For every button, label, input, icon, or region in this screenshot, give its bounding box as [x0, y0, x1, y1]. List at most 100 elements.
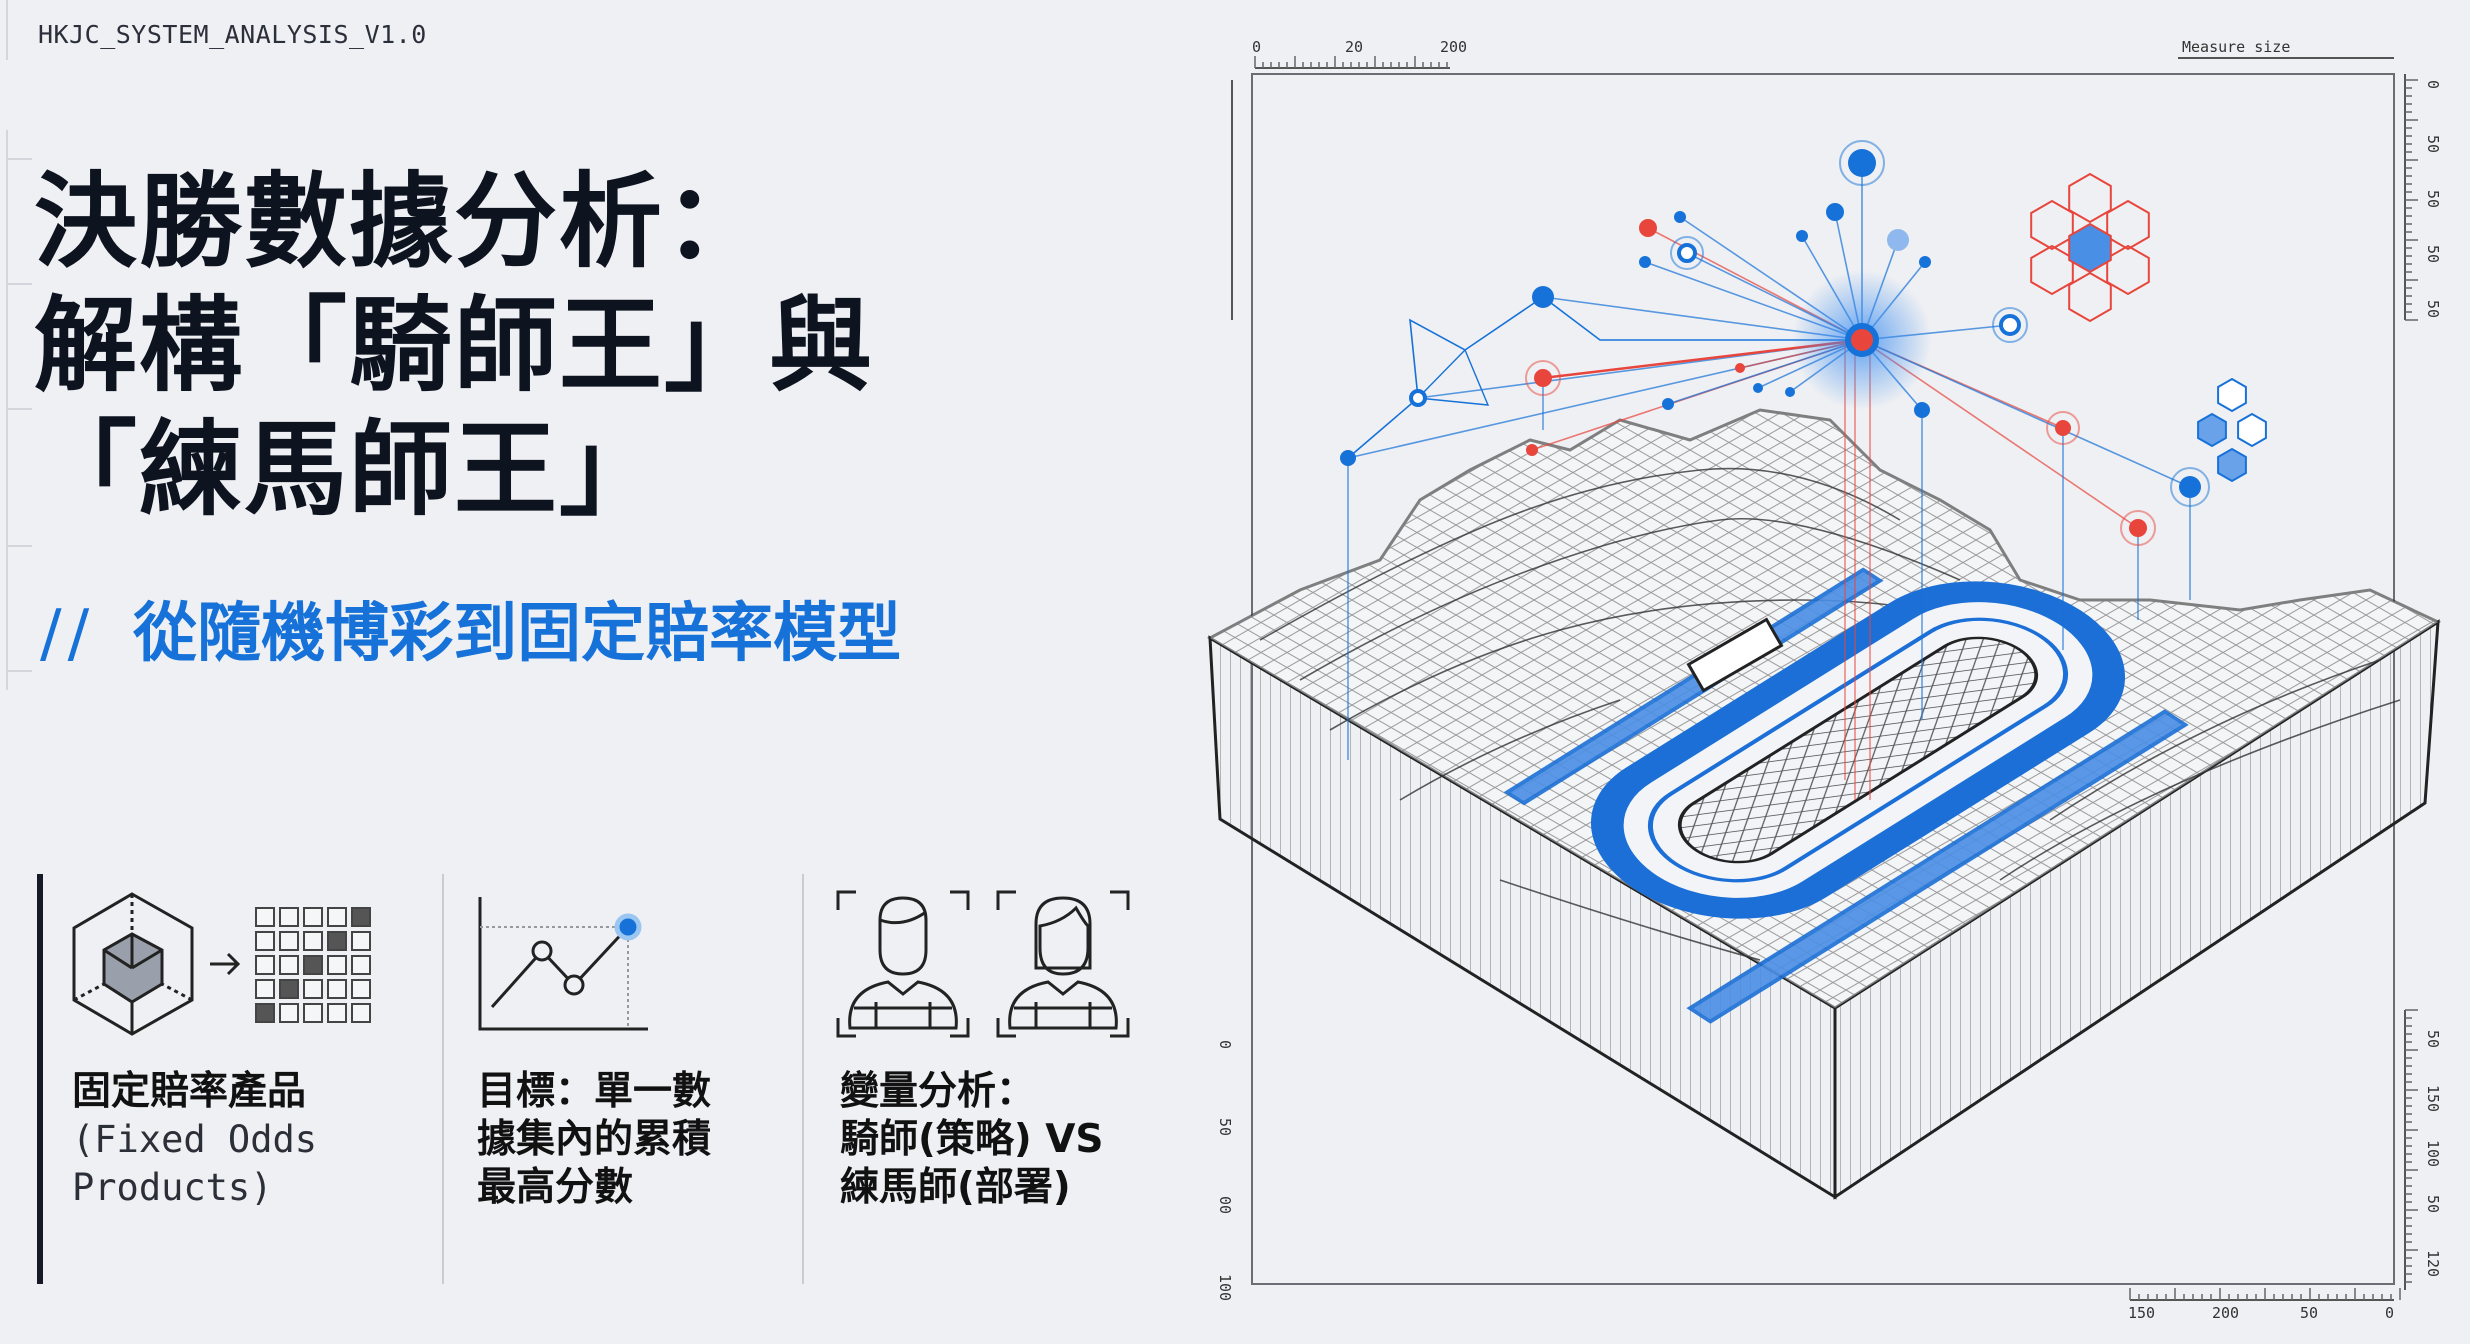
feature-text: 目標：單一數 [477, 1069, 712, 1114]
grid-cell [327, 955, 347, 975]
ruler-tick: 0 [2424, 80, 2442, 89]
margin-tick [6, 545, 32, 547]
subtitle: // 從隨機博彩到固定賠率模型 [40, 582, 901, 674]
hexagon [2217, 447, 2247, 483]
network-node [1735, 363, 1745, 373]
grid-cell [351, 1003, 371, 1023]
ruler-tick: 50 [2424, 135, 2442, 153]
cube-to-grid-icon [72, 892, 371, 1036]
ruler-tick: 0 [1216, 1040, 1234, 1049]
system-label: HKJC_SYSTEM_ANALYSIS_V1.0 [38, 20, 427, 49]
network-node [1662, 398, 1674, 410]
grid-cell [351, 931, 371, 951]
grid-cell [351, 907, 371, 927]
network-node [2129, 519, 2147, 537]
grid-cell [255, 979, 275, 999]
grid-cell [351, 979, 371, 999]
margin-rule [6, 0, 8, 60]
ruler-tick: 200 [2212, 1304, 2239, 1322]
grid-cell [351, 955, 371, 975]
grid-cell [255, 931, 275, 951]
grid-cell [303, 1003, 323, 1023]
network-node [1753, 383, 1763, 393]
hexagon [2197, 412, 2227, 448]
network-node [1526, 444, 1538, 456]
ruler-tick: 50 [2424, 1195, 2442, 1213]
feature-text: 固定賠率產品 [72, 1069, 307, 1114]
network-node [1639, 256, 1651, 268]
ruler-tick: 50 [2424, 300, 2442, 318]
hexagon [2106, 244, 2150, 296]
network-node [1677, 243, 1697, 263]
ruler-tick: 50 [2424, 1030, 2442, 1048]
hexagon [2237, 412, 2267, 448]
ruler-tick: 50 [2300, 1304, 2318, 1322]
column-divider [802, 874, 804, 1284]
grid-cell [279, 907, 299, 927]
grid-cell [327, 979, 347, 999]
feature-variable-analysis: 變量分析： 騎師(策略) VS 練馬師(部署) [840, 1068, 1104, 1212]
network-node [1919, 256, 1931, 268]
grid-cell [255, 1003, 275, 1023]
ruler-tick: 50 [1216, 1118, 1234, 1136]
network-node [1534, 369, 1552, 387]
feature-text: 練馬師(部署) [840, 1165, 1071, 1210]
feature-text: 最高分數 [477, 1165, 634, 1210]
feature-objective: 目標：單一數 據集內的累積 最高分數 [477, 1068, 711, 1212]
hexagon [2217, 377, 2247, 413]
line-chart-peak-icon [478, 897, 648, 1031]
grid-cell [303, 979, 323, 999]
grid-cell [279, 955, 299, 975]
feature-text: 變量分析： [840, 1069, 1036, 1114]
grid-cell [303, 955, 323, 975]
network-node [1887, 229, 1909, 251]
grid-cell [279, 979, 299, 999]
ruler-tick: 50 [2424, 190, 2442, 208]
margin-tick [6, 283, 32, 285]
network-node [1999, 314, 2021, 336]
grid-cell [255, 907, 275, 927]
margin-tick [6, 670, 32, 672]
jockey-trainer-avatars-icon [836, 890, 1130, 1038]
subtitle-prefix: // [40, 597, 96, 671]
hexagon [2106, 199, 2150, 251]
ruler-tick: 150 [2128, 1304, 2155, 1322]
ruler-tick: 200 [1440, 38, 1467, 56]
ruler-tick: 0 [2385, 1304, 2394, 1322]
page-title: 決勝數據分析： 解構「騎師王」與 「練馬師王」 [34, 160, 874, 532]
grid-cell [279, 931, 299, 951]
feature-text: (Fixed Odds [72, 1118, 318, 1161]
subtitle-text: 從隨機博彩到固定賠率模型 [133, 597, 902, 671]
ruler-tick: 0 [1252, 38, 1261, 56]
margin-tick [6, 408, 32, 410]
terrain-block [1206, 408, 2442, 1200]
title-line: 解構「騎師王」與 [34, 286, 874, 406]
terrain-racetrack-illustration: 0 20 200 Measure size 150 200 50 0 05000… [1206, 38, 2442, 1322]
feature-text: 據集內的累積 [477, 1117, 712, 1162]
network-node [1340, 450, 1356, 466]
grid-cell [303, 931, 323, 951]
feature-text: 騎師(策略) VS [840, 1117, 1104, 1162]
grid-cell [327, 907, 347, 927]
ruler-tick: 100 [1216, 1274, 1234, 1301]
ruler-tick: 00 [1216, 1196, 1234, 1214]
network-node [1796, 230, 1808, 242]
hexagon [2030, 244, 2074, 296]
grid-cell [327, 931, 347, 951]
network-node [2179, 476, 2201, 498]
feature-text: Products) [72, 1166, 273, 1209]
title-line: 「練馬師王」 [34, 410, 664, 530]
data-core-node [1845, 323, 1879, 357]
network-node [1848, 149, 1876, 177]
column-divider [442, 874, 444, 1284]
network-node [1409, 389, 1427, 407]
hexagon [2068, 271, 2112, 323]
network-node [1785, 387, 1795, 397]
network-node [2055, 420, 2071, 436]
network-node [1914, 402, 1930, 418]
ruler-tick: 150 [2424, 1085, 2442, 1112]
ruler-tick: 50 [2424, 245, 2442, 263]
network-node [1532, 286, 1554, 308]
grid-cell [279, 1003, 299, 1023]
ruler-tick: 20 [1345, 38, 1363, 56]
